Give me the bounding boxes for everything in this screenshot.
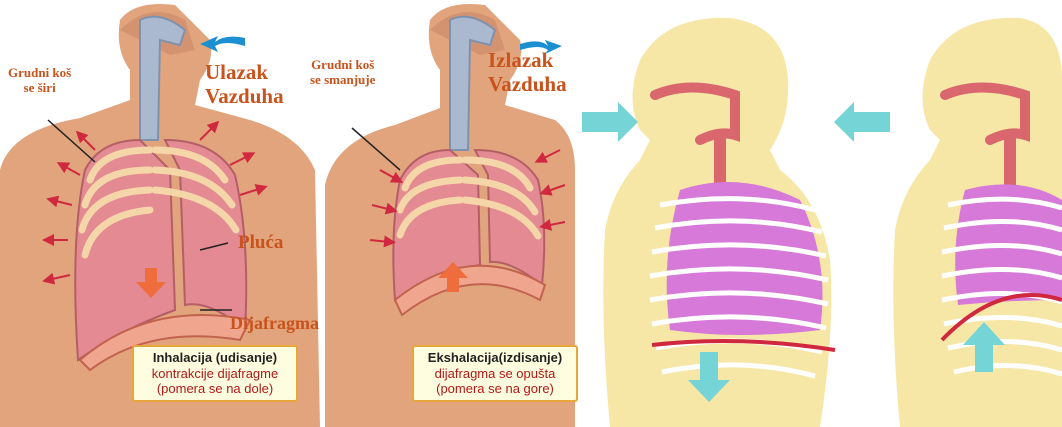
simple-inhale-panel (582, 18, 835, 427)
inhale-caption: Inhalacija (udisanje) kontrakcije dijafr… (132, 345, 298, 402)
inhale-caption-title: Inhalacija (udisanje) (140, 350, 290, 366)
arrow-in-icon (582, 102, 638, 142)
inhale-chest-label: Grudni koš se širi (8, 66, 71, 96)
inhale-air-label: Ulazak Vazduha (205, 60, 284, 108)
arrow-out-icon (834, 102, 890, 142)
exhale-chest-label: Grudni koš se smanjuje (310, 58, 375, 88)
simple-exhale-panel (834, 18, 1062, 427)
exhale-caption-title: Ekshalacija(izdisanje) (420, 350, 570, 366)
exhale-caption-desc: dijafragma se opušta (pomera se na gore) (420, 366, 570, 397)
inhale-caption-desc: kontrakcije dijafragme (pomera se na dol… (140, 366, 290, 397)
diaphragm-label: Dijafragma (230, 313, 319, 334)
lungs-label: Pluća (238, 232, 283, 254)
exhale-air-label: Izlazak Vazduha (488, 48, 567, 96)
exhale-caption: Ekshalacija(izdisanje) dijafragma se opu… (412, 345, 578, 402)
